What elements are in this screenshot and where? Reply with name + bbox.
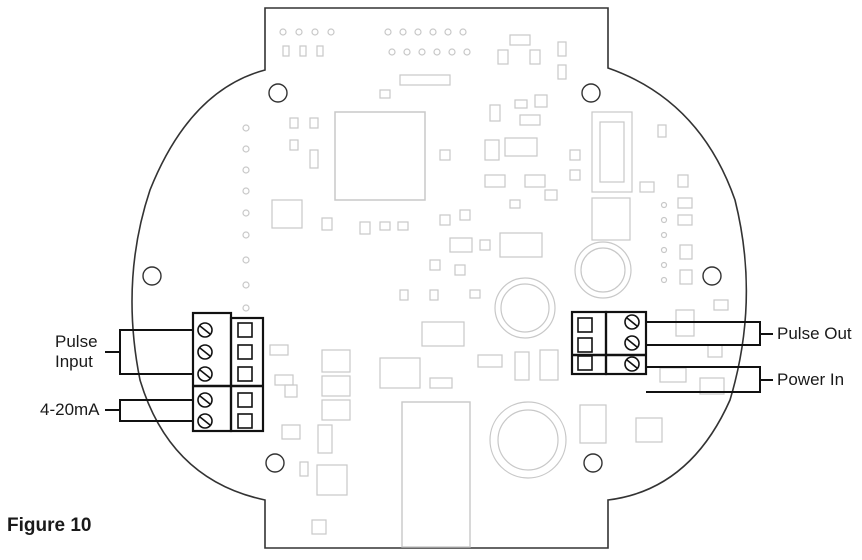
mounting-hole <box>702 266 722 286</box>
current-loop-leader <box>119 399 193 422</box>
board-outline <box>131 7 748 549</box>
mounting-hole <box>142 266 162 286</box>
mounting-holes <box>142 83 722 473</box>
left-terminal-block <box>191 311 265 433</box>
mounting-hole <box>265 453 285 473</box>
power-in-label: Power In <box>777 370 845 389</box>
mounting-hole <box>583 453 603 473</box>
pulse-input-label-line2: Input <box>55 352 93 371</box>
current-loop-label: 4-20mA <box>40 400 100 419</box>
power-in-leader <box>646 366 761 393</box>
pulse-input-leader <box>119 329 193 375</box>
figure-caption: Figure 10 <box>7 515 92 536</box>
pulse-input-label-line1: Pulse <box>55 332 98 351</box>
pulse-out-label: Pulse Out <box>777 324 852 343</box>
pcb-components <box>242 28 729 548</box>
leader-lines <box>105 321 773 422</box>
screw-terminals <box>197 322 253 429</box>
mounting-hole <box>581 83 601 103</box>
mounting-hole <box>268 83 288 103</box>
right-terminal-block <box>570 310 648 376</box>
